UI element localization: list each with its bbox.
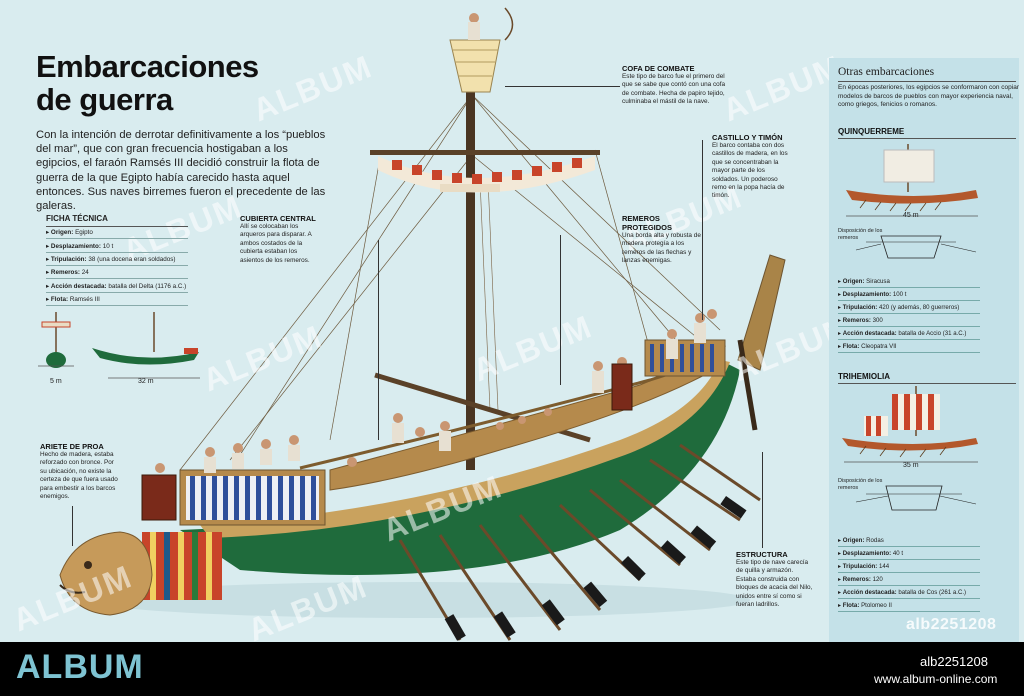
warship-illustration [59,7,786,641]
annotation-castillo: CASTILLO Y TIMÓN El barco contaba con do… [712,133,788,200]
footer-image-id: alb2251208 [920,654,988,669]
spec-row: ▸ Acción destacada: batalla de Accio (31… [838,330,980,340]
divider [838,138,1016,139]
intro-paragraph: Con la intención de derrotar definitivam… [36,129,326,213]
spec-row: ▸ Origen: Siracusa [838,278,980,288]
length-dimension: 35 m [903,462,919,469]
annotation-remeros: REMEROS PROTEGIDOS Una borda alta y robu… [622,214,701,265]
quinquereme-illustration [846,144,978,259]
leader-line [505,86,620,87]
crows-nest [449,39,501,93]
leader-line [378,240,379,440]
ship-name: QUINQUERREME [838,127,905,136]
spec-row: ▸ Remeros: 24 [46,269,188,279]
length-dimension: 45 m [903,212,919,219]
spec-row: ▸ Origen: Egipto [46,229,188,239]
rower-layout-label: Disposición de los remeros [838,228,883,241]
divider [838,81,1016,82]
album-logo: ALBUM [16,648,144,686]
spec-row: ▸ Flota: Ptolomeo II [838,602,980,612]
spec-row: ▸ Desplazamiento: 40 t [838,550,980,560]
annotation-cubierta: CUBIERTA CENTRAL Allí se colocaban los a… [240,214,316,264]
spec-heading: FICHA TÉCNICA [46,214,108,223]
spec-row: ▸ Acción destacada: batalla del Delta (1… [46,283,188,293]
spec-row: ▸ Remeros: 300 [838,317,980,327]
annotation-cofa: COFA DE COMBATE Este tipo de barco fue e… [622,64,726,106]
spec-row: ▸ Origen: Rodas [838,537,980,547]
spec-row: ▸ Remeros: 120 [838,576,980,586]
spec-row: ▸ Tripulación: 144 [838,563,980,573]
spec-row: ▸ Tripulación: 38 (una docena eran solda… [46,256,188,266]
furled-sail [378,156,595,193]
footer-url[interactable]: www.album-online.com [874,672,998,686]
spec-row: ▸ Desplazamiento: 10 t [46,243,188,253]
annotation-estructura: ESTRUCTURA Este tipo de nave carecía de … [736,550,813,609]
side-intro: En épocas posteriores, los egipcios se c… [838,84,1020,108]
stern-post [737,254,786,371]
divider [46,226,188,227]
leader-line [72,506,73,546]
spec-row: ▸ Acción destacada: batalla de Cos (261 … [838,589,980,599]
page-title: Embarcaciones de guerra [36,49,259,117]
lion-head-ram [59,531,153,616]
leader-line [560,235,561,385]
width-dimension: 5 m [50,378,62,385]
ram-collar [142,532,222,600]
spec-row: ▸ Flota: Cleopatra VII [838,343,980,353]
rower-layout-label: Disposición de los remeros [838,478,883,491]
spec-row: ▸ Desplazamiento: 100 t [838,291,980,301]
leader-line [702,140,703,320]
divider [838,383,1016,384]
side-title: Otras embarcaciones [838,66,935,78]
leader-line [762,452,763,548]
mast [466,90,475,470]
infographic-canvas: ALBUM ALBUM ALBUM ALBUM ALBUM ALBUM ALBU… [0,0,1024,642]
ship-profile-diagrams [38,312,200,379]
spec-row: ▸ Tripulación: 420 (y además, 80 guerrer… [838,304,980,314]
trihemiolia-illustration [842,386,978,511]
footer-bar: ALBUM alb2251208 www.album-online.com [0,642,1024,696]
length-dimension: 32 m [138,378,154,385]
ship-name: TRIHEMIOLIA [838,372,890,381]
crew-figures [141,309,717,521]
annotation-ariete: ARIETE DE PROA Hecho de madera, estaba r… [40,442,118,501]
stock-id-watermark: alb2251208 [906,616,997,633]
spec-row: ▸ Flota: Ramsés III [46,296,188,306]
